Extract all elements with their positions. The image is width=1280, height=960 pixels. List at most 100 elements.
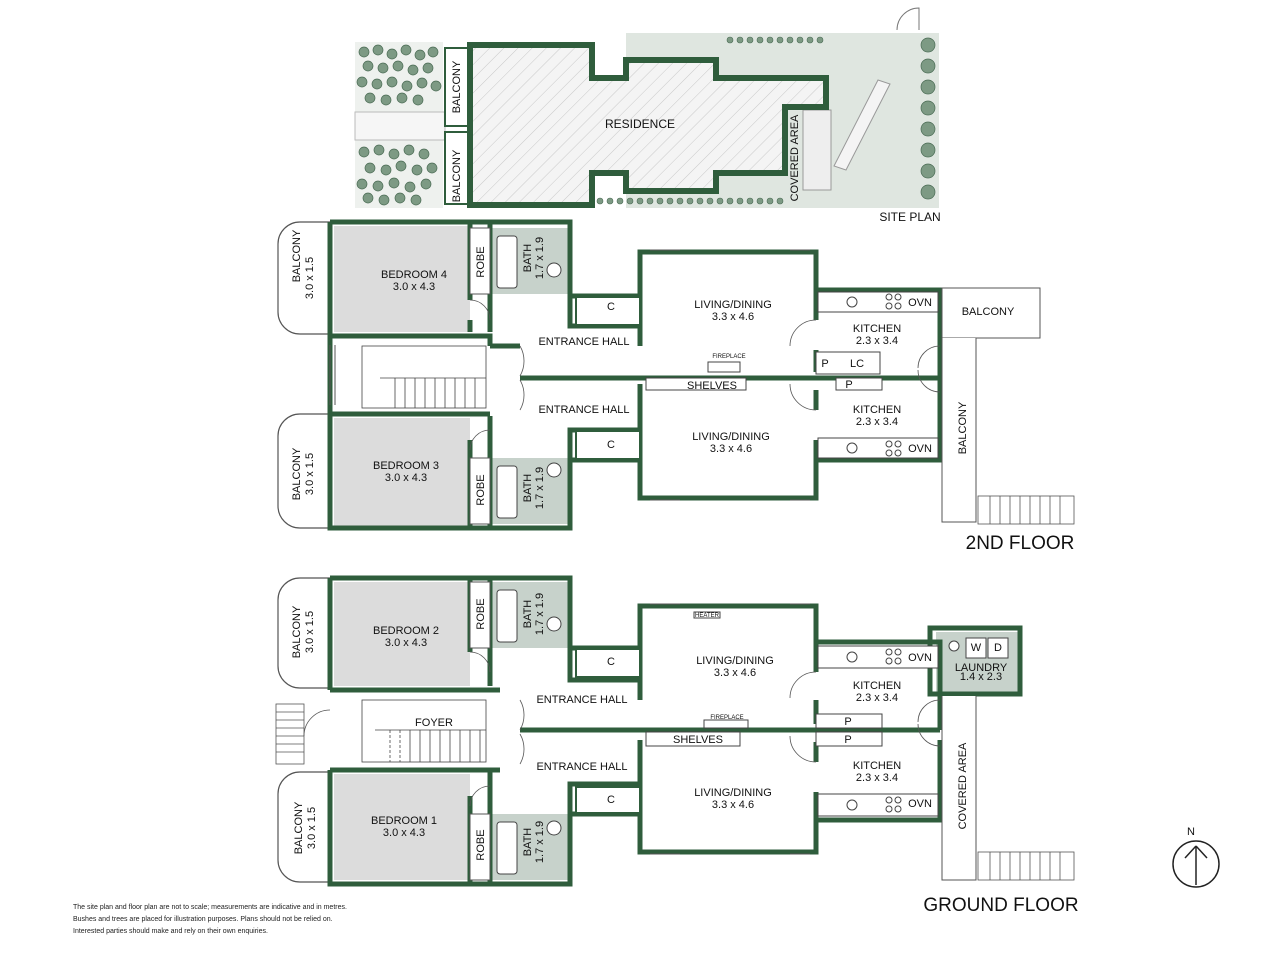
balcony-2-label: BALCONY — [291, 605, 303, 658]
balcony-3-outline — [277, 413, 330, 529]
second-floor-plan: BALCONY 3.0 x 1.5 BEDROOM 4 3.0 x 4.3 RO… — [277, 219, 1075, 554]
pantry-2nd-upper: P — [821, 358, 828, 370]
covered-area-zone — [802, 109, 832, 191]
bedroom-1-label: BEDROOM 1 — [371, 815, 437, 827]
front-path — [354, 111, 446, 141]
robe-2-outline — [469, 581, 491, 649]
ground-floor-windows — [650, 603, 810, 855]
living-2nd-upper-label: LIVING/DINING — [694, 299, 772, 311]
bedroom-4-size: 3.0 x 4.3 — [393, 281, 435, 293]
robe-2-label: ROBE — [475, 598, 487, 629]
linen-cupboard-2nd: LC — [850, 358, 864, 370]
balcony-1-outline — [277, 771, 330, 883]
kitchen-ground-lower-label: KITCHEN — [853, 760, 901, 772]
ground-floor-title: GROUND FLOOR — [923, 895, 1078, 916]
robe-3-outline — [469, 457, 491, 525]
second-floor-title: 2ND FLOOR — [966, 533, 1075, 554]
oven-2nd-lower: OVN — [908, 443, 932, 455]
bedroom-2-label: BEDROOM 2 — [373, 625, 439, 637]
living-2nd-lower-size: 3.3 x 4.6 — [710, 443, 752, 455]
cupboard-ground-upper — [575, 648, 641, 678]
disclaimer-line-1: The site plan and floor plan are not to … — [73, 904, 347, 911]
balcony-side-label: BALCONY — [957, 401, 969, 454]
living-ground-upper-label: LIVING/DINING — [696, 655, 774, 667]
robe-3-label: ROBE — [475, 474, 487, 505]
robe-4-outline — [469, 227, 491, 295]
gate-swing — [896, 7, 920, 31]
bath-fixtures-2nd — [496, 235, 562, 519]
balcony-4-label: BALCONY — [291, 229, 303, 282]
bath-1-size: 1.7 x 1.9 — [534, 821, 546, 863]
entrance-hall-2nd-upper: ENTRANCE HALL — [538, 336, 629, 348]
bath-2-size: 1.7 x 1.9 — [534, 593, 546, 635]
bath-3-size: 1.7 x 1.9 — [534, 467, 546, 509]
shelves-ground-label: SHELVES — [673, 734, 723, 746]
kitchen-ground-lower-size: 2.3 x 3.4 — [856, 772, 898, 784]
bath-2-label: BATH — [522, 600, 534, 629]
robe-1-outline — [469, 813, 491, 881]
kitchen-2nd-upper-label: KITCHEN — [853, 323, 901, 335]
cupboard-2nd-lower — [575, 430, 641, 460]
balcony-right-outline — [941, 287, 1041, 339]
stair-2nd-outside — [977, 495, 1075, 525]
cupboard-ground-lower-label: C — [607, 794, 615, 806]
kitchen-counters-2nd — [645, 291, 939, 459]
living-2nd-lower-label: LIVING/DINING — [692, 431, 770, 443]
site-balcony-top-label: BALCONY — [451, 60, 463, 113]
living-2nd-upper-size: 3.3 x 4.6 — [712, 311, 754, 323]
entrance-hall-ground-upper: ENTRANCE HALL — [536, 694, 627, 706]
bedroom-3-floor — [334, 418, 470, 526]
heater-label: HEATER — [695, 613, 720, 619]
residence-footprint — [467, 42, 829, 208]
stair-2nd — [361, 345, 487, 409]
balcony-4-outline — [277, 221, 330, 335]
disclaimer-line-3: Interested parties should make and rely … — [73, 928, 268, 935]
dryer-label: D — [994, 642, 1002, 654]
bedroom-3-size: 3.0 x 4.3 — [385, 472, 427, 484]
balcony-side-outline — [941, 338, 977, 523]
robe-1-label: ROBE — [475, 829, 487, 860]
hedge-bottom — [596, 36, 824, 205]
oven-2nd-upper: OVN — [908, 297, 932, 309]
bedroom-4-floor — [334, 226, 470, 332]
washer-label: W — [971, 642, 982, 654]
north-label: N — [1187, 826, 1195, 838]
fireplace-2nd-label: FIREPLACE — [712, 354, 745, 360]
ground-floor-plan: BALCONY 3.0 x 1.5 BEDROOM 2 3.0 x 4.3 RO… — [275, 575, 1079, 916]
foyer-label: FOYER — [415, 717, 453, 729]
covered-area-outline — [941, 696, 977, 881]
pantry-ground-upper: P — [844, 716, 851, 728]
bath-4-size: 1.7 x 1.9 — [534, 237, 546, 279]
kitchen-counters-ground — [645, 611, 1009, 817]
kitchen-2nd-lower-size: 2.3 x 3.4 — [856, 416, 898, 428]
site-balcony-bottom-label: BALCONY — [451, 149, 463, 202]
bedroom-1-floor — [334, 774, 470, 880]
oven-ground-upper: OVN — [908, 652, 932, 664]
bath-3-label: BATH — [522, 474, 534, 503]
cupboard-2nd-upper — [575, 296, 641, 326]
pantry-2nd-lower: P — [845, 379, 852, 391]
site-plan-title: SITE PLAN — [879, 210, 940, 224]
kitchen-ground-upper-size: 2.3 x 3.4 — [856, 692, 898, 704]
cupboard-2nd-upper-label: C — [607, 301, 615, 313]
bath-1-label: BATH — [522, 828, 534, 857]
balcony-1-size: 3.0 x 1.5 — [306, 807, 318, 849]
balcony-3-size: 3.0 x 1.5 — [304, 453, 316, 495]
fireplace-ground-label: FIREPLACE — [710, 715, 743, 721]
living-ground-upper-size: 3.3 x 4.6 — [714, 667, 756, 679]
second-floor-windows — [329, 249, 810, 501]
north-arrow-icon: N — [1172, 826, 1220, 888]
kitchen-2nd-upper-size: 2.3 x 3.4 — [856, 335, 898, 347]
cupboard-2nd-lower-label: C — [607, 439, 615, 451]
front-steps — [275, 703, 305, 765]
rear-trees — [920, 37, 936, 200]
doors-ground — [303, 651, 941, 807]
stair-ground — [361, 699, 487, 763]
bath-4-label: BATH — [522, 244, 534, 273]
doors-2nd — [469, 299, 941, 451]
balcony-1-label: BALCONY — [293, 801, 305, 854]
front-bushes — [356, 44, 442, 206]
cupboard-ground-lower — [575, 786, 641, 814]
bedroom-1-size: 3.0 x 4.3 — [383, 827, 425, 839]
